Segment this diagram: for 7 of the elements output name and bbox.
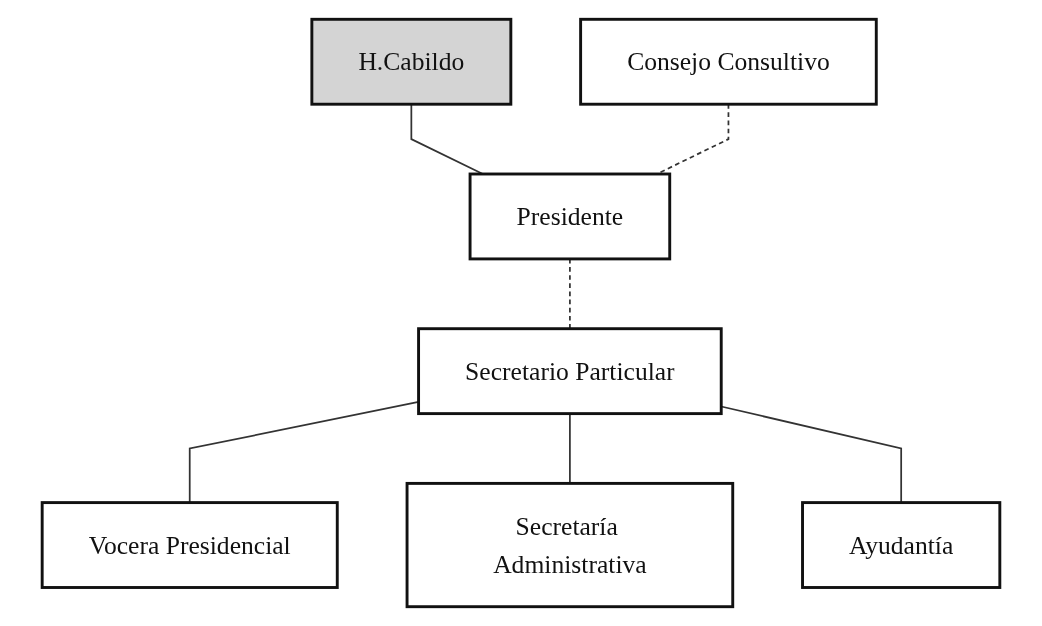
node-box: Secretaría Administrativa — [405, 481, 735, 609]
node-box: Consejo Consultivo — [579, 17, 878, 106]
node-box: Vocera Presidencial — [40, 501, 339, 589]
node-box: Ayudantía — [801, 501, 1002, 589]
node-box: Secretario Particular — [417, 327, 723, 416]
node-box: Presidente — [468, 172, 672, 261]
node-box: H.Cabildo — [310, 17, 513, 106]
